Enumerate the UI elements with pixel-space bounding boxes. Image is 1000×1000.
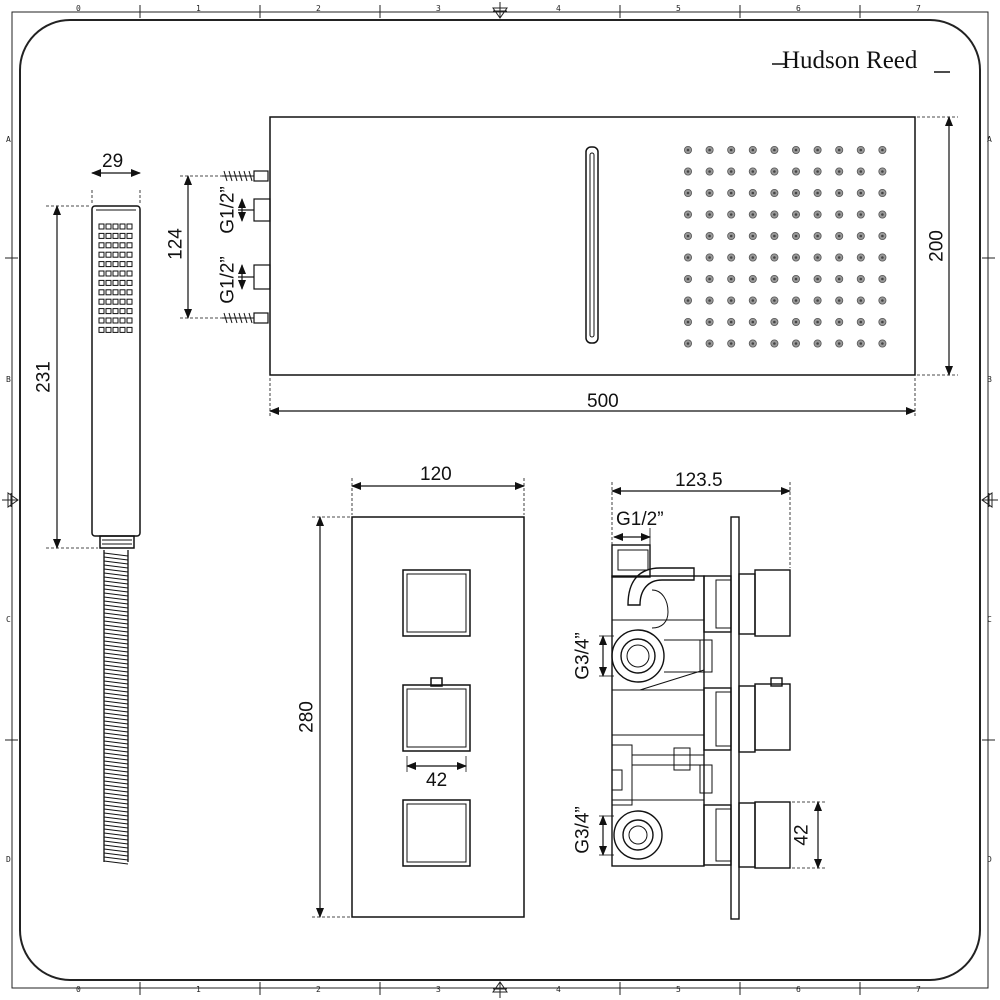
ruler-row-left-b: B	[6, 375, 11, 384]
ruler-col-top-2: 2	[316, 4, 321, 13]
valve-front-plate	[351, 516, 525, 918]
ruler-row-right-a: A	[987, 135, 992, 144]
ruler-col-bottom-1: 1	[196, 985, 201, 994]
ruler-row-right-d: D	[987, 855, 992, 864]
hand-shower-spray-holes	[98, 223, 133, 333]
inlet-spacing-label: 124	[165, 228, 187, 260]
ruler-row-right-b: B	[987, 375, 992, 384]
inlet-top-thread-label: G1/2”	[217, 186, 239, 234]
valve-top-connection-label: G1/2”	[616, 509, 664, 530]
valve-upper-connection-label: G3/4”	[572, 632, 594, 680]
ruler-row-left-c: C	[6, 615, 11, 624]
ruler-col-bottom-3: 3	[436, 985, 441, 994]
ruler-col-top-1: 1	[196, 4, 201, 13]
ruler-col-bottom-2: 2	[316, 985, 321, 994]
shower-head-nozzles	[684, 145, 887, 348]
ruler-col-bottom-0: 0	[76, 985, 81, 994]
sheet-frame	[11, 11, 989, 989]
ruler-row-right-c: C	[987, 615, 992, 624]
hand-shower-height-label: 231	[33, 361, 55, 393]
valve-side-view	[611, 516, 791, 920]
shower-head-height-label: 200	[926, 230, 948, 262]
ruler-col-top-4: 4	[556, 4, 561, 13]
brand-logo: Hudson Reed	[782, 47, 918, 74]
ruler-col-top-5: 5	[676, 4, 681, 13]
ruler-row-left-d: D	[6, 855, 11, 864]
ruler-col-bottom-7: 7	[916, 985, 921, 994]
wall-anchor-top	[222, 170, 269, 182]
valve-plate-height-label: 280	[296, 701, 318, 733]
hand-shower-width-label: 29	[102, 151, 124, 172]
ruler-col-top-7: 7	[916, 4, 921, 13]
hose	[103, 550, 129, 865]
hand-shower	[91, 205, 141, 549]
ruler-col-top-0: 0	[76, 4, 81, 13]
valve-depth-label: 123.5	[675, 470, 723, 491]
ruler-col-bottom-4: 4	[556, 985, 561, 994]
valve-handle-size-label: 42	[426, 770, 448, 791]
ruler-row-left-a: A	[6, 135, 11, 144]
ruler-col-top-6: 6	[796, 4, 801, 13]
shower-head-width-label: 500	[587, 391, 619, 412]
wall-anchor-bottom	[222, 312, 269, 324]
shower-head	[269, 116, 916, 376]
ruler-col-bottom-5: 5	[676, 985, 681, 994]
ruler-ticks	[5, 5, 995, 995]
inlet-bottom-thread-label: G1/2”	[217, 256, 239, 304]
valve-side-handle-size-label: 42	[791, 824, 813, 846]
valve-lower-connection-label: G3/4”	[572, 806, 594, 854]
ruler-col-bottom-6: 6	[796, 985, 801, 994]
shower-head-inlets	[238, 198, 271, 290]
brand-underline	[772, 63, 950, 73]
valve-plate-width-label: 120	[420, 464, 452, 485]
ruler-col-top-3: 3	[436, 4, 441, 13]
dimension-lines	[46, 116, 958, 918]
